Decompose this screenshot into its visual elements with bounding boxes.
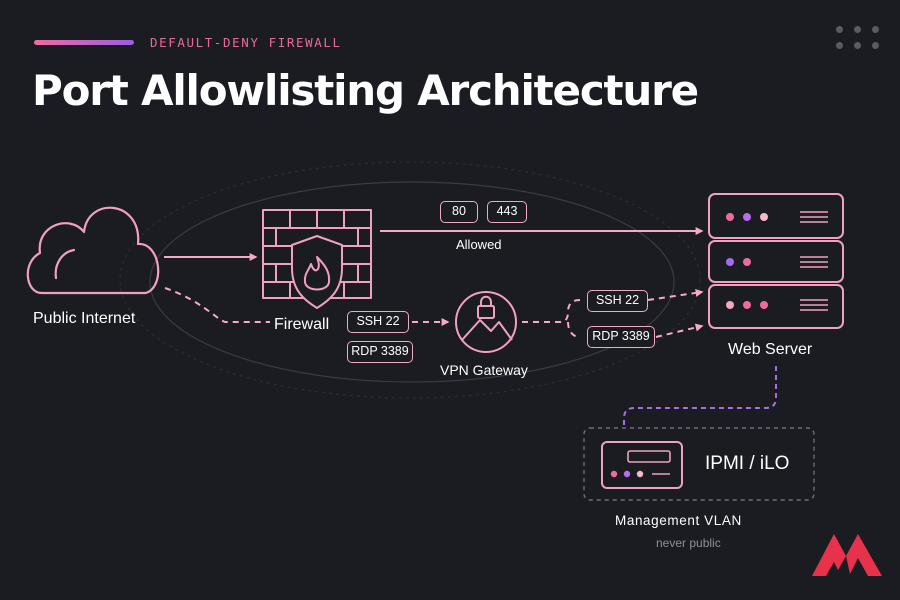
brick-wall-shield-flame-icon (262, 209, 372, 309)
dot-grid-icon[interactable] (836, 26, 880, 50)
orbit-ellipse-inner (149, 181, 675, 383)
web-server-label: Web Server (728, 341, 813, 358)
firewall-label: Firewall (274, 316, 330, 333)
orbit-ellipse-outer (119, 161, 701, 399)
port-pill-80: 80 (440, 201, 478, 223)
management-vlan-boundary (583, 427, 815, 501)
port-pill-443: 443 (487, 201, 527, 223)
port-pill-rdp-in: RDP 3389 (347, 341, 413, 363)
vpn-gateway-label: VPN Gateway (440, 362, 528, 378)
page-title: Port Allowlisting Architecture (32, 66, 699, 115)
accent-bar (34, 40, 134, 45)
internet-label: Public Internet (33, 310, 136, 327)
dashed-rdp-to-server (655, 323, 704, 338)
eyebrow-label: DEFAULT-DENY FIREWALL (150, 35, 342, 50)
dashed-internet-firewall (164, 287, 270, 323)
port-pill-ssh-out: SSH 22 (587, 290, 648, 312)
dashed-vpn-branch-lower (567, 321, 581, 338)
dashed-ssh-to-server (647, 288, 704, 301)
management-note: never public (656, 536, 721, 550)
ipmi-label: IPMI / iLO (705, 453, 790, 474)
management-vlan-label: Management VLAN (615, 513, 742, 528)
port-pill-rdp-out: RDP 3389 (587, 326, 655, 348)
cloud-icon (26, 206, 160, 295)
dashed-server-management (623, 366, 777, 428)
lock-mountain-icon (455, 291, 517, 353)
port-pill-ssh-in: SSH 22 (347, 311, 409, 333)
brand-logo-icon (812, 534, 882, 576)
ipmi-device-icon (601, 441, 683, 489)
dashed-vpn-branch-upper (522, 299, 581, 323)
allowed-label: Allowed (456, 237, 502, 252)
server-rack-icon (708, 193, 844, 329)
